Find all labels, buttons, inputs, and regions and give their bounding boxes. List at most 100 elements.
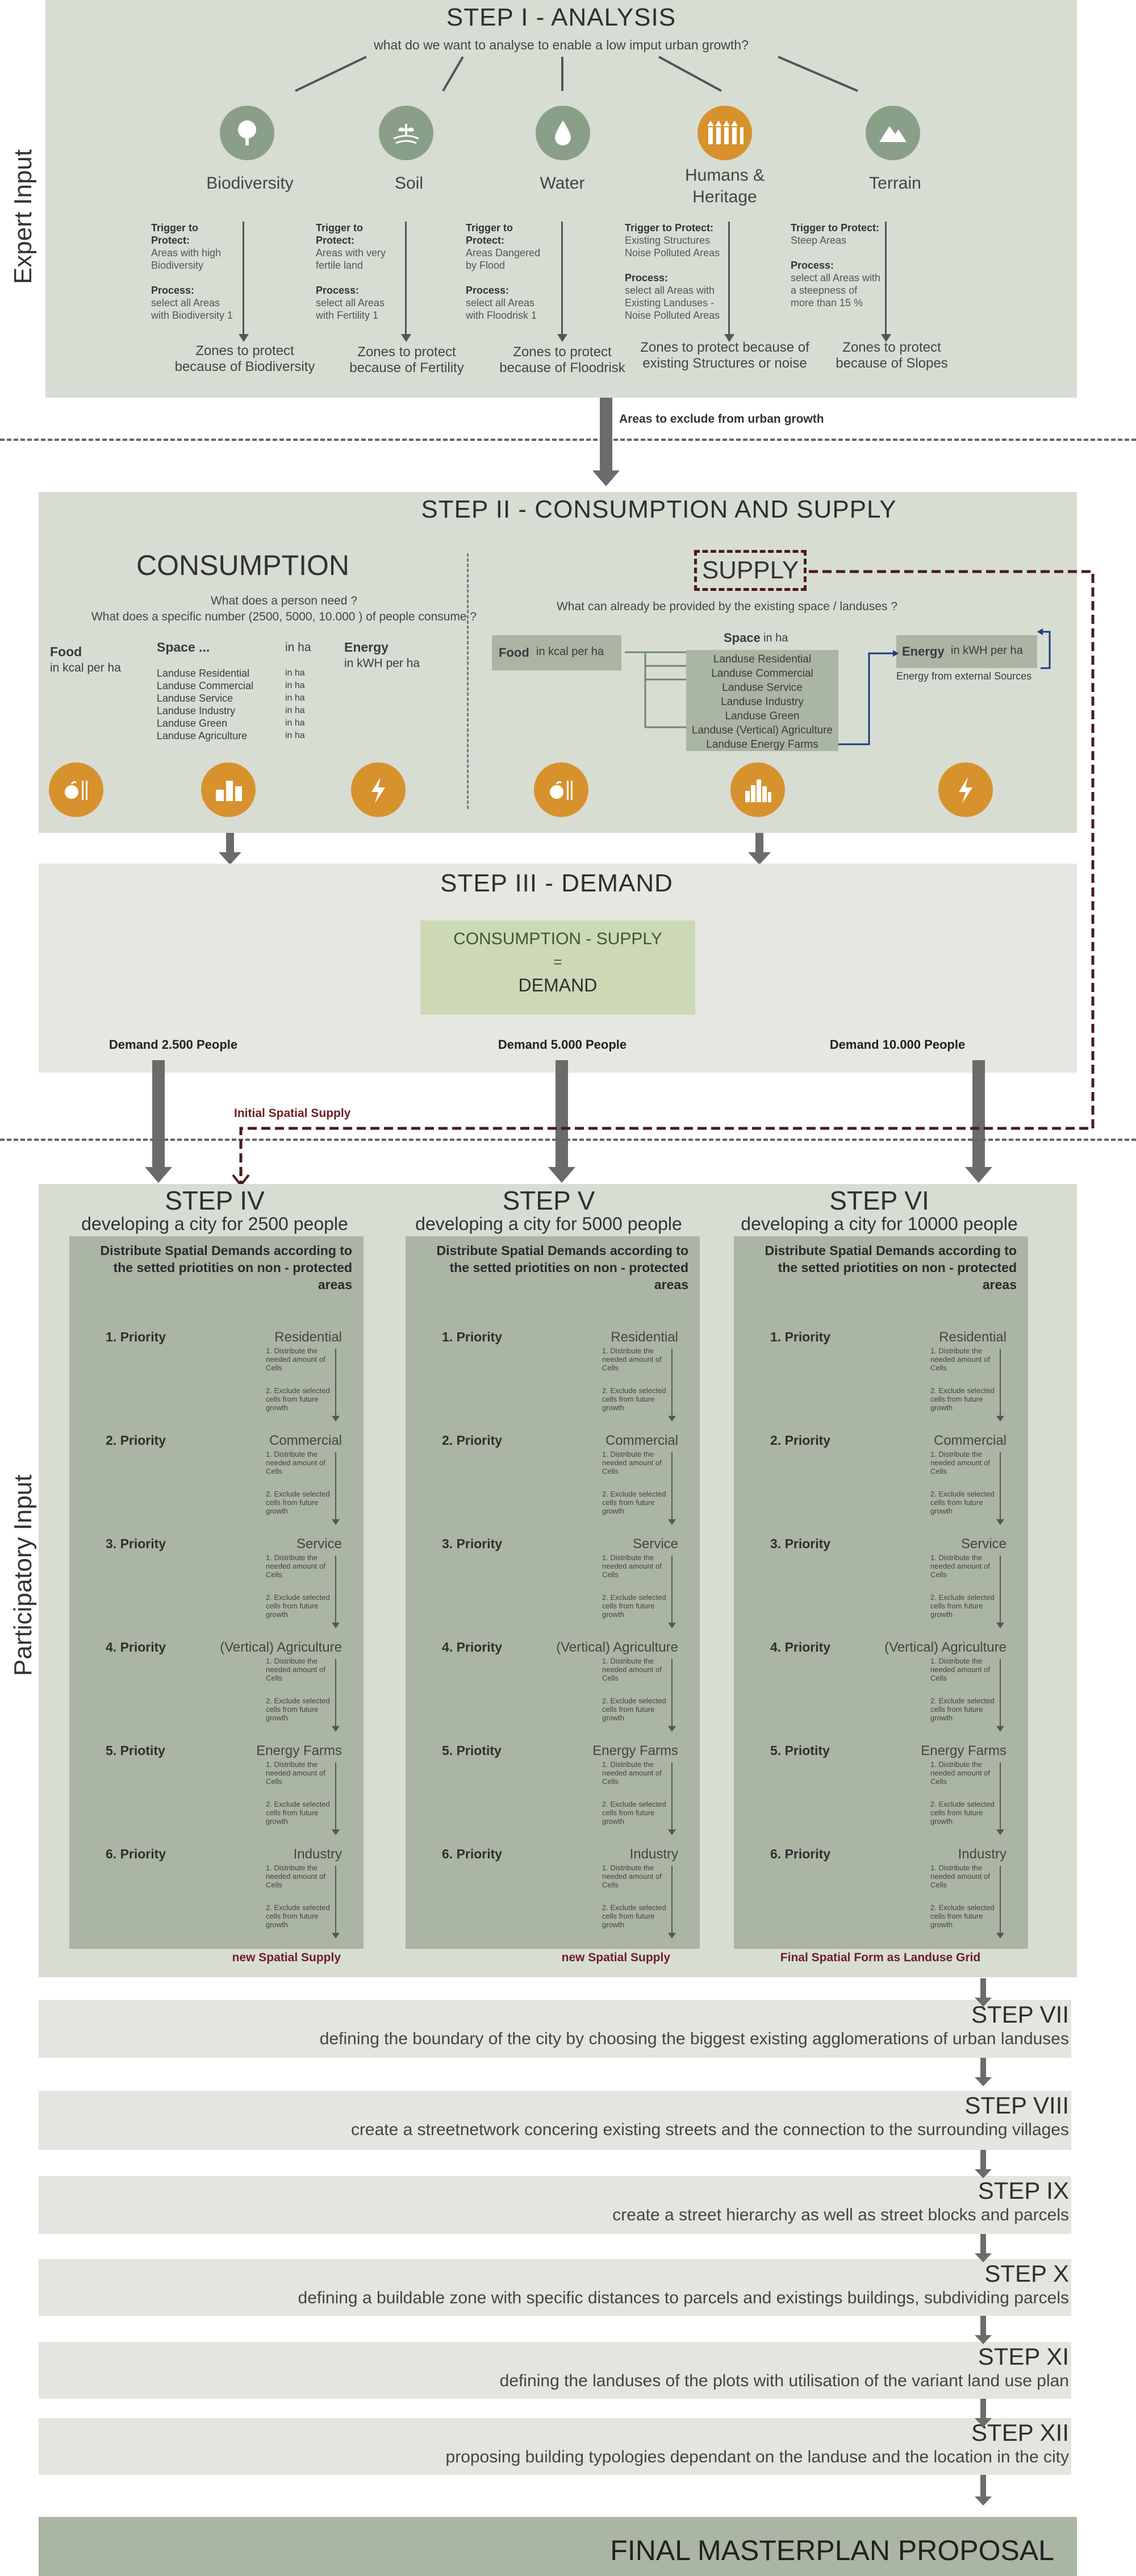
priority-step-distribute: 1. Distribute the needed amount of Cells <box>266 1347 325 1372</box>
arrowhead <box>724 334 734 342</box>
mountain-icon <box>866 106 920 160</box>
priority-type: Commercial <box>269 1433 342 1448</box>
supply-connectors <box>625 628 1051 745</box>
later-step-arrow <box>980 2316 986 2336</box>
priority-arrow <box>1000 1349 1001 1417</box>
arrow-water <box>561 222 563 335</box>
initial-supply-label: Initial Spatial Supply <box>234 1107 351 1120</box>
consumption-title: CONSUMPTION <box>136 549 349 581</box>
arrow-step1-step2-head <box>592 470 620 486</box>
arrow-supply-demand-head <box>748 852 771 865</box>
supply-question: What can already be provided by the exis… <box>556 600 898 613</box>
later-step-panel <box>39 2091 1071 2150</box>
trigger-soil: Trigger to Protect:Areas with very ferti… <box>316 222 386 321</box>
priority-arrow <box>671 1452 673 1520</box>
priority-type: Commercial <box>605 1433 678 1448</box>
water-drop-icon <box>536 106 590 160</box>
cons-food-unit: in kcal per ha <box>50 661 121 674</box>
priority-arrowhead <box>668 1416 676 1422</box>
priority-name: 4. Priority <box>442 1640 503 1654</box>
priority-step-exclude: 2. Exclude selected cells from future gr… <box>930 1697 995 1722</box>
space-icon <box>201 762 256 817</box>
priority-name: 6. Priority <box>442 1846 503 1861</box>
priority-step-exclude: 2. Exclude selected cells from future gr… <box>930 1903 995 1929</box>
priority-name: 3. Priority <box>442 1536 503 1551</box>
priority-arrow <box>1000 1762 1001 1831</box>
priority-name: 4. Priority <box>770 1640 831 1654</box>
city-column <box>734 1236 1028 1949</box>
priority-type: Energy Farms <box>256 1743 342 1758</box>
later-step-arrowhead <box>975 1998 992 2007</box>
priority-arrowhead <box>668 1726 676 1732</box>
demand-2500: Demand 2.500 People <box>108 1037 238 1052</box>
priority-arrow <box>671 1659 673 1727</box>
priority-step-distribute: 1. Distribute the needed amount of Cells <box>930 1760 990 1786</box>
tree-icon <box>220 106 274 160</box>
supply-food-icon <box>534 762 588 817</box>
priority-step-distribute: 1. Distribute the needed amount of Cells <box>930 1347 990 1372</box>
priority-name: 6. Priority <box>106 1846 166 1861</box>
supply-landuse-box: Landuse Residential Landuse Commercial L… <box>686 650 838 751</box>
category-biodiversity: Biodiversity <box>206 174 294 193</box>
later-step-desc: proposing building typologies dependant … <box>445 2448 1069 2466</box>
final-proposal-bar: FINAL MASTERPLAN PROPOSAL <box>39 2517 1077 2576</box>
priority-type: Service <box>296 1536 342 1552</box>
cons-space-label: Space ... <box>157 640 210 655</box>
city-heading: Distribute Spatial Demands according to … <box>765 1243 1017 1292</box>
supply-title: SUPPLY <box>694 550 807 591</box>
priority-type: Industry <box>629 1846 678 1862</box>
priority-arrow <box>335 1659 336 1727</box>
supply-space-label: Space <box>724 631 761 645</box>
exclude-label: Areas to exclude from urban growth <box>619 412 824 426</box>
priority-step-distribute: 1. Distribute the needed amount of Cells <box>266 1864 325 1889</box>
priority-step-distribute: 1. Distribute the needed amount of Cells <box>266 1760 325 1786</box>
energy-external: Energy from external Sources <box>896 670 1032 682</box>
arrow-demand-2500 <box>152 1060 165 1168</box>
supply-energy-box: Energy in kWH per ha <box>896 635 1037 668</box>
arrow-demand-5000 <box>556 1060 568 1168</box>
later-step-panel <box>39 2000 1071 2058</box>
priority-arrowhead <box>332 1519 340 1525</box>
priority-step-distribute: 1. Distribute the needed amount of Cells <box>266 1450 325 1475</box>
trigger-biodiversity: Trigger to Protect:Areas with high Biodi… <box>151 222 233 321</box>
later-step-panel <box>39 2259 1071 2316</box>
supply-food-box: Food in kcal per ha <box>492 635 621 670</box>
priority-step-exclude: 2. Exclude selected cells from future gr… <box>602 1903 666 1929</box>
priority-type: Residential <box>274 1329 342 1345</box>
priority-arrow <box>335 1452 336 1520</box>
priority-step-exclude: 2. Exclude selected cells from future gr… <box>266 1800 330 1825</box>
city-subtitle: developing a city for 5000 people <box>415 1214 682 1234</box>
priority-name: 2. Priority <box>106 1433 166 1448</box>
priority-step-distribute: 1. Distribute the needed amount of Cells <box>602 1657 662 1682</box>
priority-name: 5. Priotity <box>106 1743 165 1758</box>
cons-landuse-units: in ha in ha in ha in ha in ha in ha <box>285 668 305 740</box>
city-footer: new Spatial Supply <box>232 1951 341 1964</box>
priority-step-distribute: 1. Distribute the needed amount of Cells <box>602 1760 662 1786</box>
priority-name: 1. Priority <box>442 1329 503 1344</box>
priority-step-distribute: 1. Distribute the needed amount of Cells <box>266 1553 325 1579</box>
later-step-title: STEP VIII <box>964 2092 1069 2119</box>
later-step-title: STEP IX <box>978 2177 1069 2204</box>
later-step-arrowhead <box>975 2169 992 2178</box>
later-step-arrowhead <box>975 2335 992 2344</box>
step1-question: what do we want to analyse to enable a l… <box>374 37 749 52</box>
city-heading: Distribute Spatial Demands according to … <box>436 1243 688 1292</box>
zone-humans: Zones to protect because of existing Str… <box>640 340 809 371</box>
priority-step-exclude: 2. Exclude selected cells from future gr… <box>266 1903 330 1929</box>
consumption-q1: What does a person need ? <box>210 594 357 607</box>
priority-arrowhead <box>996 1416 1004 1422</box>
later-step-arrow <box>980 2150 986 2170</box>
step1-fan-lines <box>295 56 858 92</box>
supply-energy-icon <box>938 762 993 817</box>
zone-water: Zones to protect because of Floodrisk <box>499 344 625 376</box>
later-step-desc: defining the boundary of the city by cho… <box>319 2029 1069 2048</box>
supply-space-icon <box>730 762 785 817</box>
priority-arrowhead <box>996 1829 1004 1835</box>
priority-name: 5. Priotity <box>770 1743 830 1758</box>
priority-name: 1. Priority <box>106 1329 166 1344</box>
cons-landuse-list: Landuse Residential Landuse Commercial L… <box>157 668 254 741</box>
later-step-arrow <box>980 1978 986 1999</box>
category-soil: Soil <box>394 174 424 193</box>
arrow-terrain <box>885 222 887 335</box>
priority-type: Industry <box>958 1846 1006 1862</box>
